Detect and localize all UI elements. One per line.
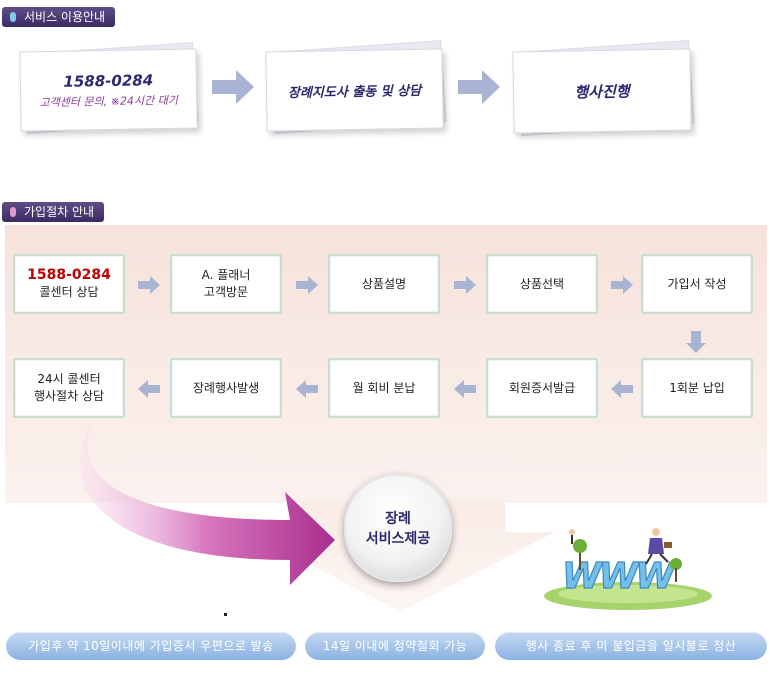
step-funeral-occurs: 장례행사발생 [170,358,282,418]
decor-dot [224,613,227,616]
svg-text:WWW: WWW [562,556,677,597]
step-call-center: 1588-0284 콜센터 상담 [13,254,125,314]
service-circle-line2: 서비스제공 [365,531,431,547]
step-product-explain: 상품설명 [328,254,440,314]
step-24h-consult-line1: 24시 콜센터 [37,372,101,386]
step-first-payment-label: 1회분 납입 [669,380,725,395]
flow-arrow-right-icon [138,276,160,294]
step-24h-consult-line2: 행사절차 상담 [33,389,105,403]
step-certificate: 회원증서발급 [486,358,598,418]
flow-arrow-right-icon [454,276,476,294]
flow-arrow-left-icon [454,380,476,398]
step-call-center-phone: 1588-0284 [27,267,111,283]
note-pill-2-text: 14일 이내에 청약철회 가능 [322,639,468,653]
service-section-title: 서비스 이용안내 [24,10,106,24]
flow-arrow-right-icon [296,276,318,294]
step-application: 가입서 작성 [641,254,753,314]
step-planner-visit: A. 플래너 고객방문 [170,254,282,314]
note-pill-1: 가입후 약 10일이내에 가입증서 우편으로 발송 [6,632,296,660]
step-call-center-label: 콜센터 상담 [39,285,99,299]
note-pill-1-text: 가입후 약 10일이내에 가입증서 우편으로 발송 [28,639,274,653]
service-arrow-2-icon [458,70,500,104]
step-planner-visit-line1: A. 플래너 [201,268,251,282]
step-product-select-label: 상품선택 [519,276,565,291]
step-monthly-payment-label: 월 회비 분납 [352,380,416,395]
step-product-select: 상품선택 [486,254,598,314]
service-circle: 장례 서비스제공 [344,474,452,582]
step-24h-consult: 24시 콜센터 행사절차 상담 [13,358,125,418]
step-monthly-payment: 월 회비 분납 [328,358,440,418]
step-funeral-occurs-label: 장례행사발생 [192,380,260,395]
step-product-explain-label: 상품설명 [361,276,407,291]
service-arrow-1-icon [212,70,254,104]
step-certificate-label: 회원증서발급 [508,380,576,395]
tag-pin-icon [10,207,16,217]
note-pill-3-text: 행사 종료 후 미 불입금을 일시불로 정산 [525,639,737,653]
service-section-tag: 서비스 이용안내 [2,7,116,27]
note-pill-3: 행사 종료 후 미 불입금을 일시불로 정산 [495,632,767,660]
step-planner-visit-line2: 고객방문 [203,285,249,299]
join-section-title: 가입절차 안내 [24,205,95,219]
tag-pin-icon [10,12,16,22]
flow-arrow-left-icon [138,380,160,398]
join-section-tag: 가입절차 안내 [2,202,105,222]
flow-arrow-down-icon [686,331,706,353]
step-first-payment: 1회분 납입 [641,358,753,418]
step-application-label: 가입서 작성 [667,276,727,291]
www-people-illustration-icon: WWW [544,528,712,610]
flow-arrow-right-icon [611,276,633,294]
service-circle-line1: 장례 [385,511,411,527]
flow-arrow-left-icon [296,380,318,398]
flow-arrow-left-icon [611,380,633,398]
note-pill-2: 14일 이내에 청약철회 가능 [305,632,485,660]
